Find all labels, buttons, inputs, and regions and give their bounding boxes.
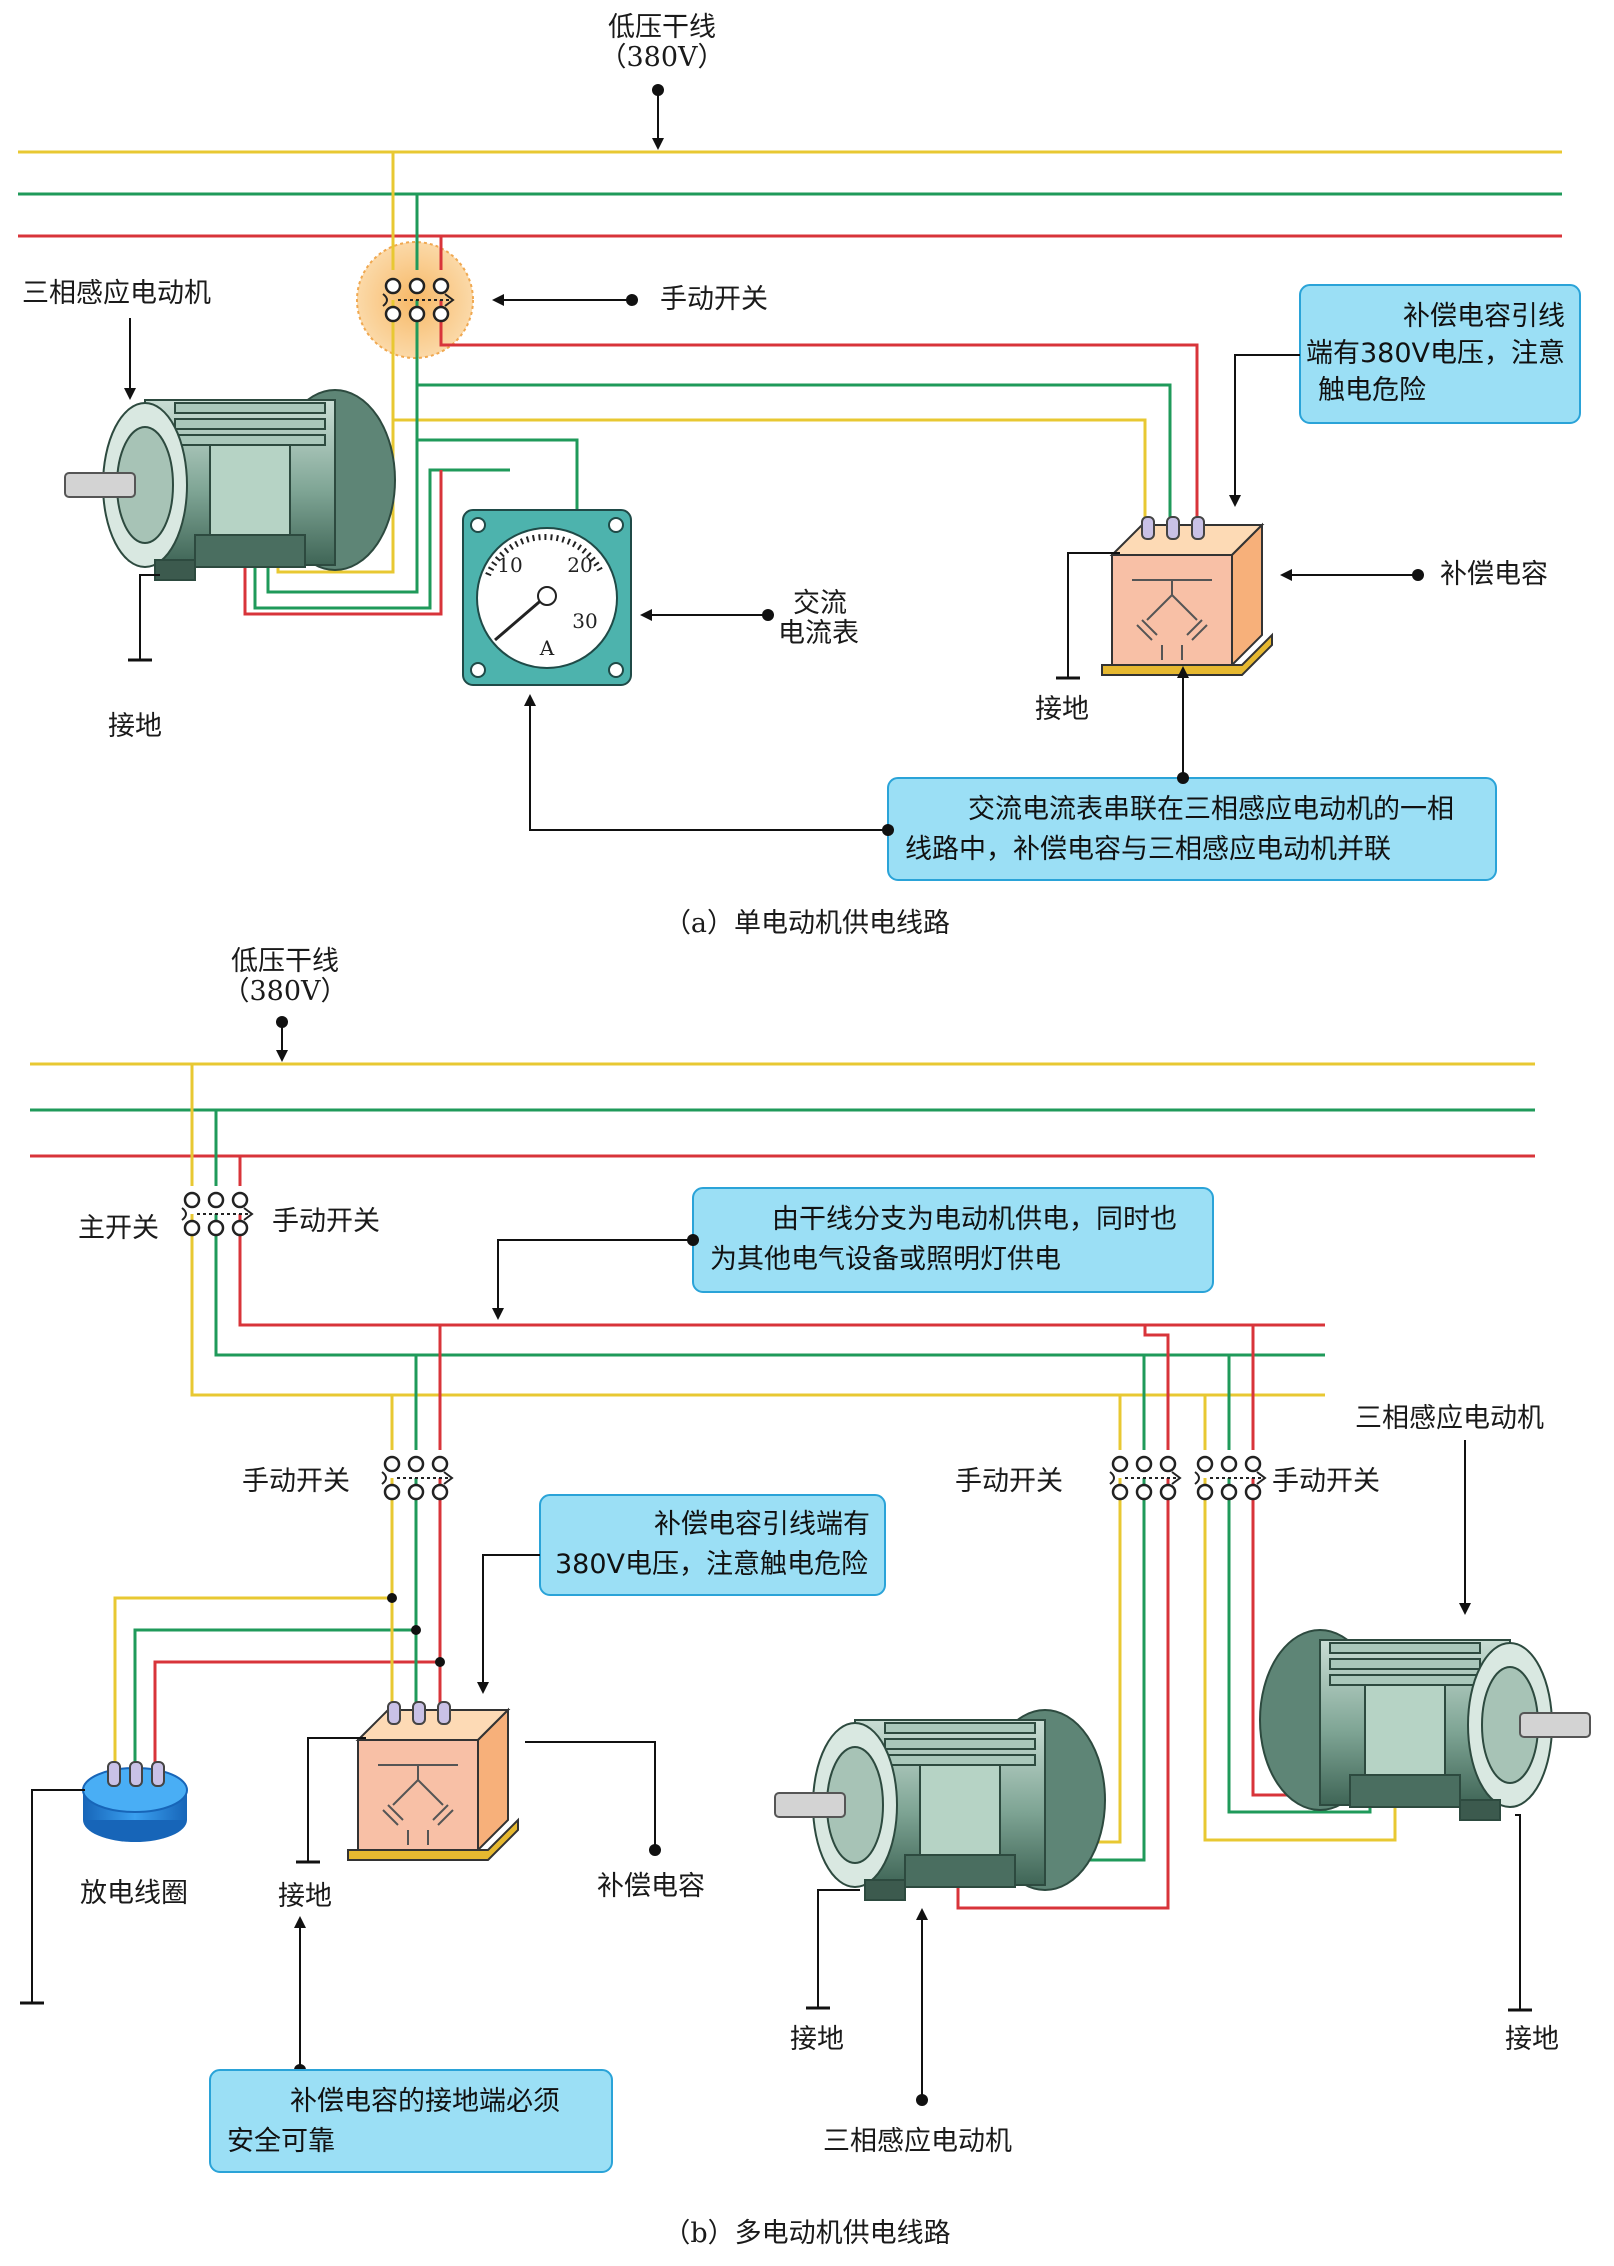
note-voltage-a-line1: 补偿电容引线: [1403, 301, 1565, 332]
capacitor-label-b: 补偿电容: [597, 1871, 705, 1902]
motor-right-label: 三相感应电动机: [1355, 1403, 1544, 1434]
ground-label-a1: 接地: [108, 711, 162, 742]
part-b: 低压干线 （380V）: [20, 946, 1591, 2249]
main-manual-label: 手动开关: [272, 1206, 380, 1237]
switch-label-b-left: 手动开关: [242, 1466, 350, 1497]
caption-b: （b）多电动机供电线路: [663, 2218, 950, 2249]
motor-bottom-label: 三相感应电动机: [823, 2126, 1012, 2157]
motor-a: [64, 389, 396, 581]
capacitor-b: [347, 1701, 519, 1861]
motor-b-right: [1259, 1629, 1591, 1821]
note-voltage-b-line2: 380V电压，注意触电危险: [555, 1549, 868, 1580]
caption-a: （a）单电动机供电线路: [664, 908, 950, 939]
coil-label: 放电线圈: [80, 1878, 188, 1909]
capacitor-a: [1101, 516, 1273, 676]
switch-label-b-mid: 手动开关: [955, 1466, 1063, 1497]
ground-label-b2: 接地: [790, 2024, 844, 2055]
note-ground-b-line2: 安全可靠: [227, 2126, 335, 2157]
switch-label-a: 手动开关: [660, 284, 768, 315]
note-ground-b-line1: 补偿电容的接地端必须: [290, 2086, 560, 2117]
ammeter-unit: A: [539, 636, 555, 660]
bus-voltage-b: （380V）: [222, 976, 347, 1007]
note-voltage-a-line2: 端有380V电压，注意: [1306, 338, 1565, 369]
ground-label-b1: 接地: [278, 1881, 332, 1912]
capacitor-label-a: 补偿电容: [1440, 559, 1548, 590]
bus-label-b: 低压干线: [231, 946, 339, 977]
ground-label-a2: 接地: [1035, 694, 1089, 725]
note-voltage-b-line1: 补偿电容引线端有: [654, 1509, 870, 1540]
ammeter-label-2: 电流表: [778, 618, 859, 649]
note-voltage-b: [539, 1494, 886, 1596]
ammeter-label-1: 交流: [793, 588, 847, 619]
ammeter-tick-10: 10: [497, 553, 522, 577]
part-a: 低压干线 （380V） 手动开关 三相感应电动机: [18, 12, 1581, 939]
ammeter: 10 20 30 A: [462, 509, 632, 686]
note-series-a-line1: 交流电流表串联在三相感应电动机的一相: [968, 794, 1454, 825]
ground-label-b3: 接地: [1505, 2024, 1559, 2055]
ammeter-tick-20: 20: [567, 553, 592, 577]
discharge-coil: [82, 1761, 188, 1842]
note-branch-b-line1: 由干线分支为电动机供电，同时也: [772, 1204, 1177, 1235]
note-voltage-a-line3: 触电危险: [1318, 375, 1426, 406]
bus-voltage-a: （380V）: [599, 42, 724, 73]
bus-label-a: 低压干线: [608, 12, 716, 43]
motor-b-bottom: [774, 1709, 1106, 1901]
note-branch-b-line2: 为其他电气设备或照明灯供电: [710, 1244, 1061, 1275]
motor-label-a: 三相感应电动机: [22, 278, 211, 309]
ammeter-tick-30: 30: [572, 609, 597, 633]
main-switch-label: 主开关: [78, 1213, 159, 1244]
switch-label-b-right: 手动开关: [1272, 1466, 1380, 1497]
note-ground-b: [209, 2069, 613, 2173]
note-series-a-line2: 线路中，补偿电容与三相感应电动机并联: [905, 834, 1391, 865]
